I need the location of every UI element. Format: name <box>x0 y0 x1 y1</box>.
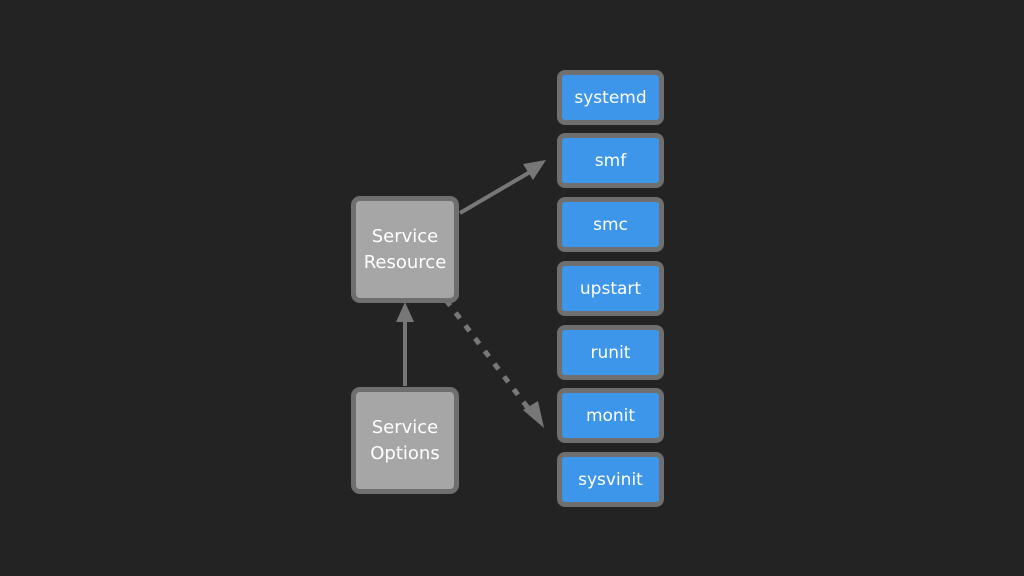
service-resource-node: Service Resource <box>351 196 459 303</box>
arrow-resource-to-smf <box>458 170 532 215</box>
provider-smf: smf <box>557 133 664 188</box>
arrow-resource-to-smf-head <box>523 160 546 180</box>
provider-runit: runit <box>557 325 664 380</box>
arrow-options-to-resource-head <box>396 302 414 322</box>
provider-upstart: upstart <box>557 261 664 316</box>
provider-smc: smc <box>557 197 664 252</box>
provider-monit: monit <box>557 388 664 443</box>
service-options-node: Service Options <box>351 387 459 494</box>
arrow-resource-to-monit-head <box>523 401 544 428</box>
provider-systemd: systemd <box>557 70 664 125</box>
provider-sysvinit: sysvinit <box>557 452 664 507</box>
